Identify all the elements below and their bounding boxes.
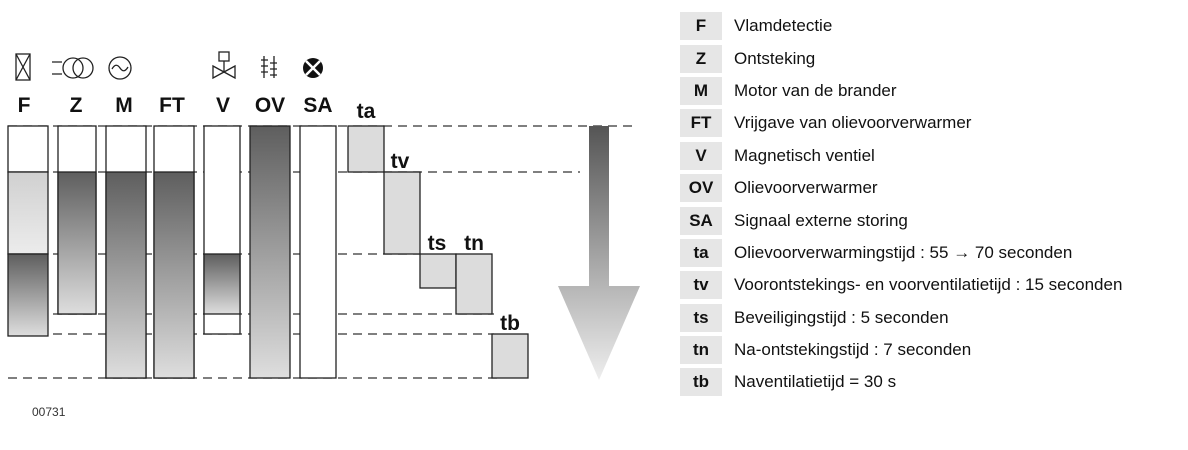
column-label-ft: FT bbox=[159, 94, 185, 117]
time-label-ta: ta bbox=[357, 100, 376, 123]
figure-code: 00731 bbox=[32, 405, 66, 419]
time-steps bbox=[347, 125, 529, 379]
time-label-tv: tv bbox=[391, 150, 410, 173]
legend-key: SA bbox=[680, 206, 722, 235]
legend-description: Vlamdetectie bbox=[734, 16, 833, 36]
legend-description: Beveiligingstijd : 5 seconden bbox=[734, 307, 949, 327]
legend-row: V Magnetisch ventiel bbox=[680, 140, 1188, 172]
legend-row: ta Olievoorverwarmingstijd : 55 → 70 seco… bbox=[680, 237, 1188, 269]
legend-key: ta bbox=[680, 238, 722, 267]
step-ts bbox=[419, 253, 457, 289]
time-label-tb: tb bbox=[500, 312, 520, 335]
step-tn bbox=[455, 253, 493, 315]
column-label-m: M bbox=[115, 94, 133, 117]
ignition-transformer-icon bbox=[52, 57, 94, 79]
sequence-diagram: F Z M FT V OV SA bbox=[7, 51, 640, 419]
legend-row: Z Ontsteking bbox=[680, 42, 1188, 74]
heater-icon bbox=[261, 56, 277, 78]
legend-description: Motor van de brander bbox=[734, 80, 897, 100]
legend-description: Voorontstekings- en voorventilatietijd :… bbox=[734, 275, 1123, 295]
legend-key: M bbox=[680, 76, 722, 105]
legend-row: tn Na-ontstekingstijd : 7 seconden bbox=[680, 334, 1188, 366]
legend-description: Olievoorverwarmer bbox=[734, 178, 878, 198]
column-label-z: Z bbox=[70, 94, 83, 117]
legend-key: tv bbox=[680, 271, 722, 300]
legend-row: F Vlamdetectie bbox=[680, 10, 1188, 42]
time-label-ts: ts bbox=[428, 232, 447, 255]
legend-key: ts bbox=[680, 303, 722, 332]
legend-description: Olievoorverwarmingstijd : 55 → 70 second… bbox=[734, 242, 1073, 262]
legend-key: F bbox=[680, 12, 722, 41]
legend-description: Magnetisch ventiel bbox=[734, 145, 875, 165]
legend-row: OV Olievoorverwarmer bbox=[680, 172, 1188, 204]
legend-row: tb Naventilatietijd = 30 s bbox=[680, 366, 1188, 398]
legend-key: OV bbox=[680, 174, 722, 203]
legend-row: FT Vrijgave van olievoorverwarmer bbox=[680, 107, 1188, 139]
legend-description: Vrijgave van olievoorverwarmer bbox=[734, 113, 972, 133]
legend-row: ts Beveiligingstijd : 5 seconden bbox=[680, 302, 1188, 334]
solenoid-valve-icon bbox=[212, 51, 236, 80]
flame-sensor-icon bbox=[15, 53, 31, 81]
legend-row: M Motor van de brander bbox=[680, 75, 1188, 107]
fault-lamp-icon bbox=[303, 58, 323, 78]
column-label-ov: OV bbox=[255, 94, 285, 117]
bar-ft bbox=[153, 125, 195, 379]
bar-z bbox=[57, 125, 97, 315]
legend-key: V bbox=[680, 141, 722, 170]
legend-key: Z bbox=[680, 44, 722, 73]
legend-description: Ontsteking bbox=[734, 48, 816, 68]
bar-sa bbox=[299, 125, 337, 379]
column-label-sa: SA bbox=[303, 94, 332, 117]
time-label-tn: tn bbox=[464, 232, 484, 255]
legend-row: SA Signaal externe storing bbox=[680, 204, 1188, 236]
bar-f bbox=[7, 125, 49, 337]
legend-key: FT bbox=[680, 109, 722, 138]
motor-icon bbox=[108, 56, 132, 80]
legend-key: tb bbox=[680, 368, 722, 397]
column-label-v: V bbox=[216, 94, 230, 117]
step-tv bbox=[383, 171, 421, 255]
legend-description: Signaal externe storing bbox=[734, 210, 908, 230]
step-ta bbox=[347, 125, 385, 173]
legend-description: Na-ontstekingstijd : 7 seconden bbox=[734, 340, 972, 360]
bar-m bbox=[105, 125, 147, 379]
legend-key: tn bbox=[680, 336, 722, 365]
legend-description: Naventilatietijd = 30 s bbox=[734, 372, 897, 392]
column-label-f: F bbox=[18, 94, 31, 117]
step-tb bbox=[491, 333, 529, 379]
bar-ov bbox=[249, 125, 291, 379]
time-direction-arrow bbox=[558, 126, 640, 380]
legend-row: tv Voorontstekings- en voorventilatietijd… bbox=[680, 269, 1188, 301]
bar-v bbox=[203, 125, 241, 335]
